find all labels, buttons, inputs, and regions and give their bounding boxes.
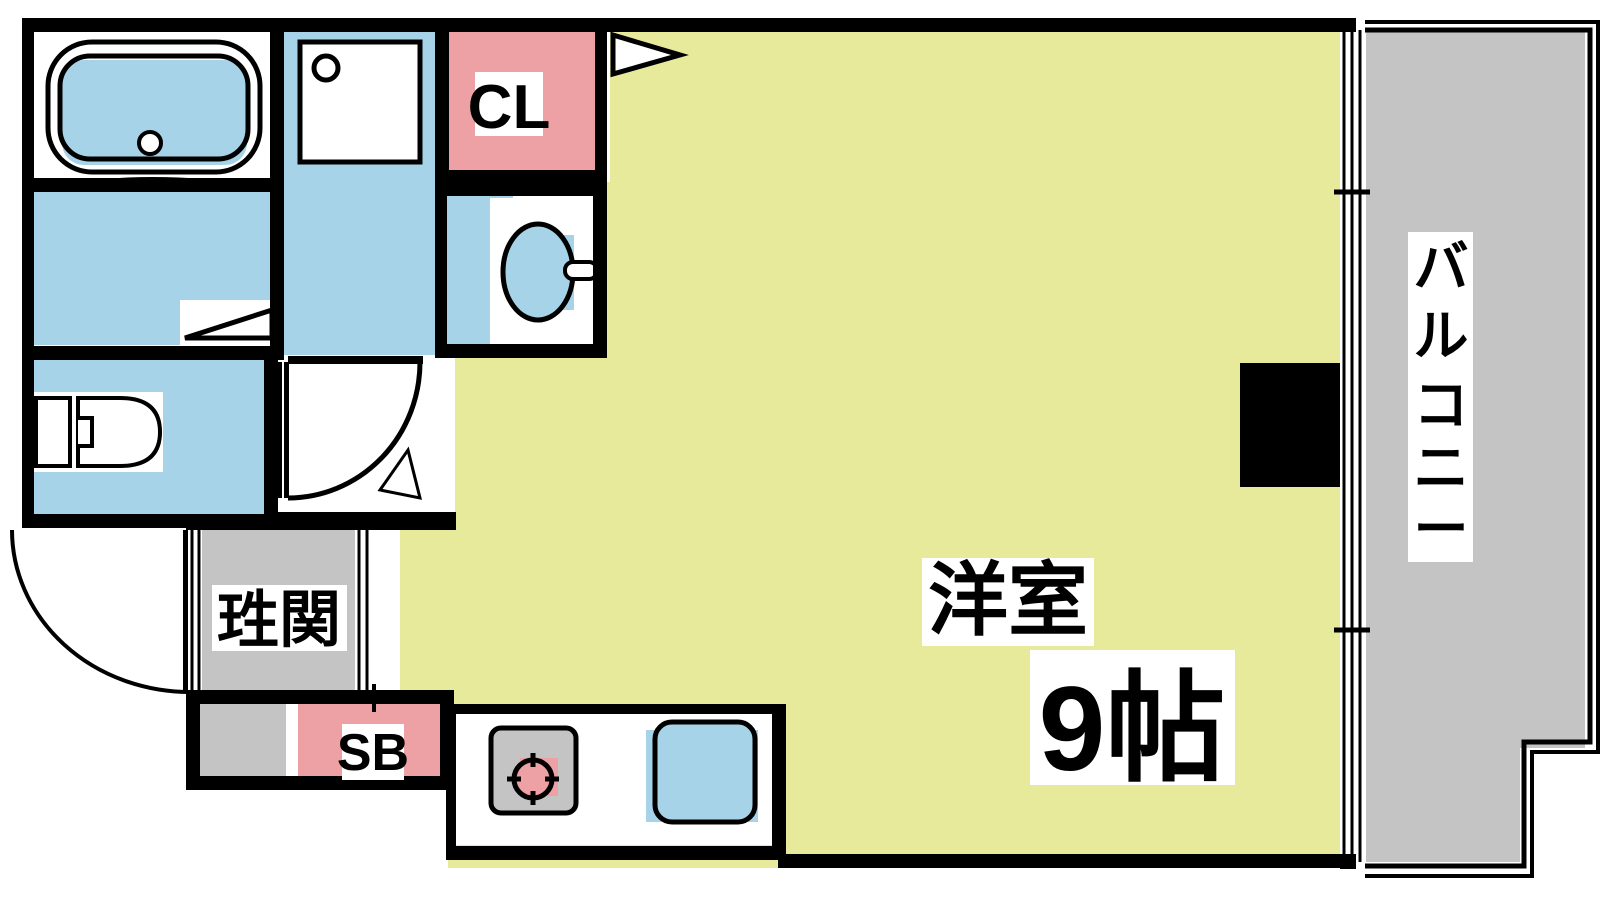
- toilet-icon: [28, 392, 163, 472]
- shoebox-label: SB: [337, 724, 409, 782]
- entrance-label: 珄関: [212, 585, 347, 655]
- balcony-sliding-door[interactable]: [1334, 28, 1370, 868]
- entrance-label-text: 珄関: [217, 586, 341, 655]
- entrance-door-swing[interactable]: [10, 529, 197, 694]
- bath-folding-door[interactable]: [180, 300, 278, 346]
- living-room-label: 洋室: [922, 556, 1094, 646]
- balcony-label-char-2: ル: [1413, 305, 1468, 367]
- balcony-label-char-4: ニ: [1413, 437, 1468, 499]
- washing-machine-pan-icon: [297, 39, 423, 165]
- balcony-label-char-5: ー: [1413, 498, 1468, 560]
- living-room-label-text: 洋室: [928, 556, 1088, 645]
- kitchen-sink-icon: [646, 719, 758, 825]
- wash-basin-icon: [490, 198, 599, 346]
- room-fill-balcony: [1365, 30, 1585, 862]
- stove-icon: [488, 725, 579, 816]
- living-room-size-label: 9帖: [1030, 650, 1235, 796]
- closet-label-text: CL: [468, 73, 551, 142]
- balcony-outline: [1365, 20, 1600, 878]
- balcony-label-char-1: バ: [1413, 236, 1468, 298]
- walls: [22, 18, 1356, 869]
- bathtub-icon: [31, 32, 276, 192]
- shoebox-label-text: SB: [337, 724, 409, 782]
- room-door-swing[interactable]: [275, 356, 423, 501]
- living-room-size-text: 9帖: [1039, 662, 1226, 796]
- entrance-sliding-door-right[interactable]: [355, 530, 371, 692]
- balcony-label-char-3: コ: [1413, 374, 1468, 436]
- balcony-label: バ ル コ ニ ー: [1408, 232, 1473, 562]
- closet-label: CL: [468, 72, 551, 142]
- entrance-sliding-door-left[interactable]: [188, 530, 202, 692]
